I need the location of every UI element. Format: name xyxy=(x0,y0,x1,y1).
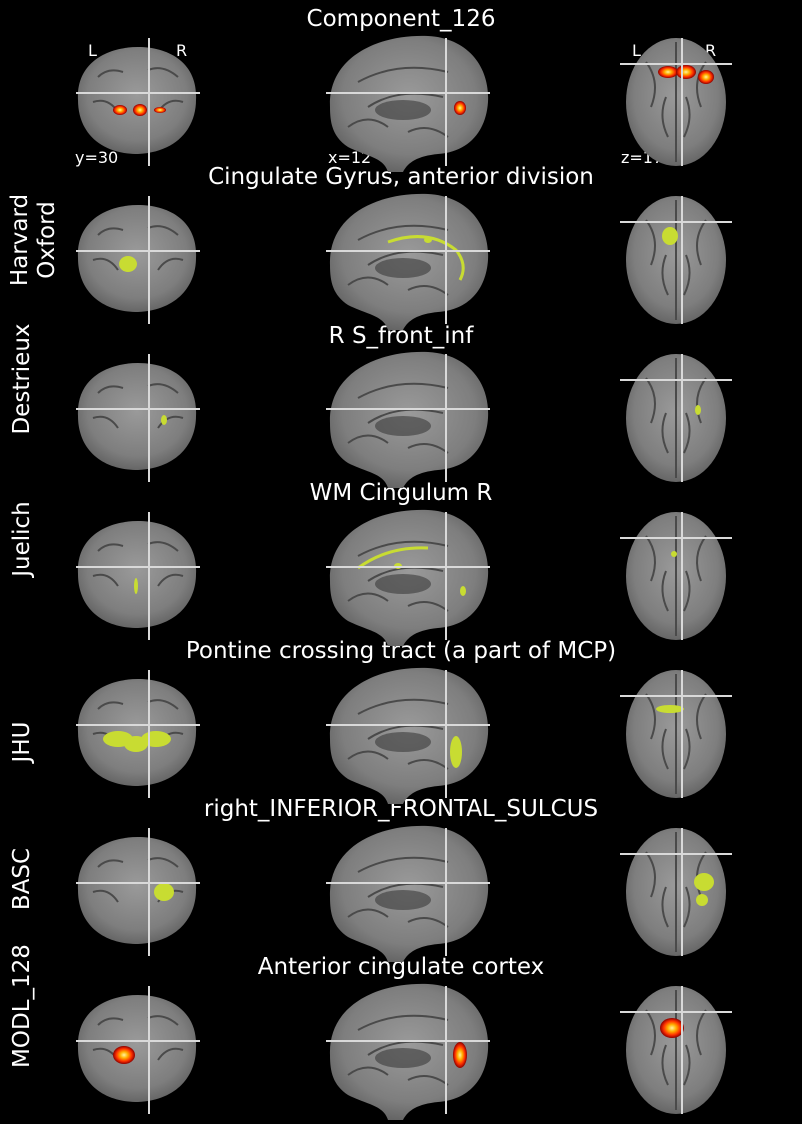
coronal-slice-component-overlay xyxy=(113,105,127,115)
sagittal-slice-jhu xyxy=(326,667,490,804)
sagittal-slice-component xyxy=(326,35,490,172)
coronal-slice-modl-overlay xyxy=(113,1046,135,1064)
coronal-slice-component-overlay xyxy=(133,104,147,116)
coronal-slice-component-overlay xyxy=(154,107,166,113)
sagittal-slice-juelich-overlay xyxy=(460,586,466,596)
atlas-label-basc: BASC xyxy=(9,847,35,911)
axial-slice-destrieux xyxy=(620,354,732,482)
coronal-slice-jhu-overlay xyxy=(124,736,148,752)
sagittal-slice-basc xyxy=(326,825,490,962)
sagittal-slice-juelich-overlay xyxy=(357,546,429,570)
atlas-label-harvard-oxford-text: Harvard Oxford xyxy=(7,193,60,287)
coronal-slice-juelich xyxy=(76,512,200,640)
sagittal-slice-harvard-oxford xyxy=(326,193,490,330)
axial-slice-harvard-oxford-overlay xyxy=(662,227,678,245)
axial-slice-modl-overlay xyxy=(660,1018,684,1038)
coronal-slice-basc-overlay xyxy=(154,883,174,901)
axial-slice-harvard-oxford xyxy=(620,196,732,324)
axial-slice-jhu xyxy=(620,670,732,798)
axial-slice-component xyxy=(620,38,732,166)
coronal-slice-destrieux xyxy=(76,354,200,482)
sagittal-slice-harvard-oxford-overlay xyxy=(387,235,465,281)
sagittal-slice-modl xyxy=(326,983,490,1120)
sagittal-slice-jhu-overlay xyxy=(450,736,462,768)
axial-slice-destrieux-overlay xyxy=(695,405,701,415)
coronal-slice-modl xyxy=(76,986,200,1114)
atlas-label-juelich: Juelich xyxy=(9,501,35,577)
orientation-right-axial: R xyxy=(705,41,717,60)
coord-sagittal: x=12 xyxy=(328,148,372,167)
orientation-left-coronal: L xyxy=(88,41,97,60)
axial-slice-juelich xyxy=(620,512,732,640)
axial-slice-basc xyxy=(620,828,732,956)
atlas-label-harvard-oxford: Harvard Oxford xyxy=(7,194,61,286)
sagittal-slice-component-overlay xyxy=(454,101,466,115)
axial-slice-modl xyxy=(620,986,732,1114)
coronal-slice-harvard-oxford xyxy=(76,196,200,324)
coord-coronal: y=30 xyxy=(75,148,119,167)
sagittal-slice-harvard-oxford-overlay xyxy=(424,237,432,243)
atlas-label-destrieux: Destrieux xyxy=(9,323,35,435)
axial-slice-juelich-overlay xyxy=(671,551,677,557)
axial-slice-component-overlay xyxy=(658,66,678,78)
sagittal-slice-destrieux xyxy=(326,351,490,488)
coronal-slice-jhu xyxy=(76,670,200,798)
sagittal-slice-juelich xyxy=(326,509,490,646)
figure-title: Component_126 xyxy=(306,6,496,32)
axial-slice-basc-overlay xyxy=(694,873,714,891)
axial-slice-component-overlay xyxy=(698,70,714,84)
sagittal-slice-modl-overlay xyxy=(453,1042,467,1068)
orientation-right-coronal: R xyxy=(176,41,188,60)
coronal-slice-harvard-oxford-overlay xyxy=(119,256,137,272)
coronal-slice-juelich-overlay xyxy=(134,578,138,594)
atlas-label-modl: MODL_128 xyxy=(9,944,35,1068)
axial-slice-basc-overlay xyxy=(696,894,708,906)
coronal-slice-basc xyxy=(76,828,200,956)
atlas-label-jhu: JHU xyxy=(9,721,35,763)
axial-slice-jhu-overlay xyxy=(656,705,684,713)
coronal-slice-destrieux-overlay xyxy=(161,415,167,425)
orientation-left-axial: L xyxy=(632,41,641,60)
coronal-slice-component xyxy=(76,38,200,166)
axial-slice-component-overlay xyxy=(676,65,696,79)
